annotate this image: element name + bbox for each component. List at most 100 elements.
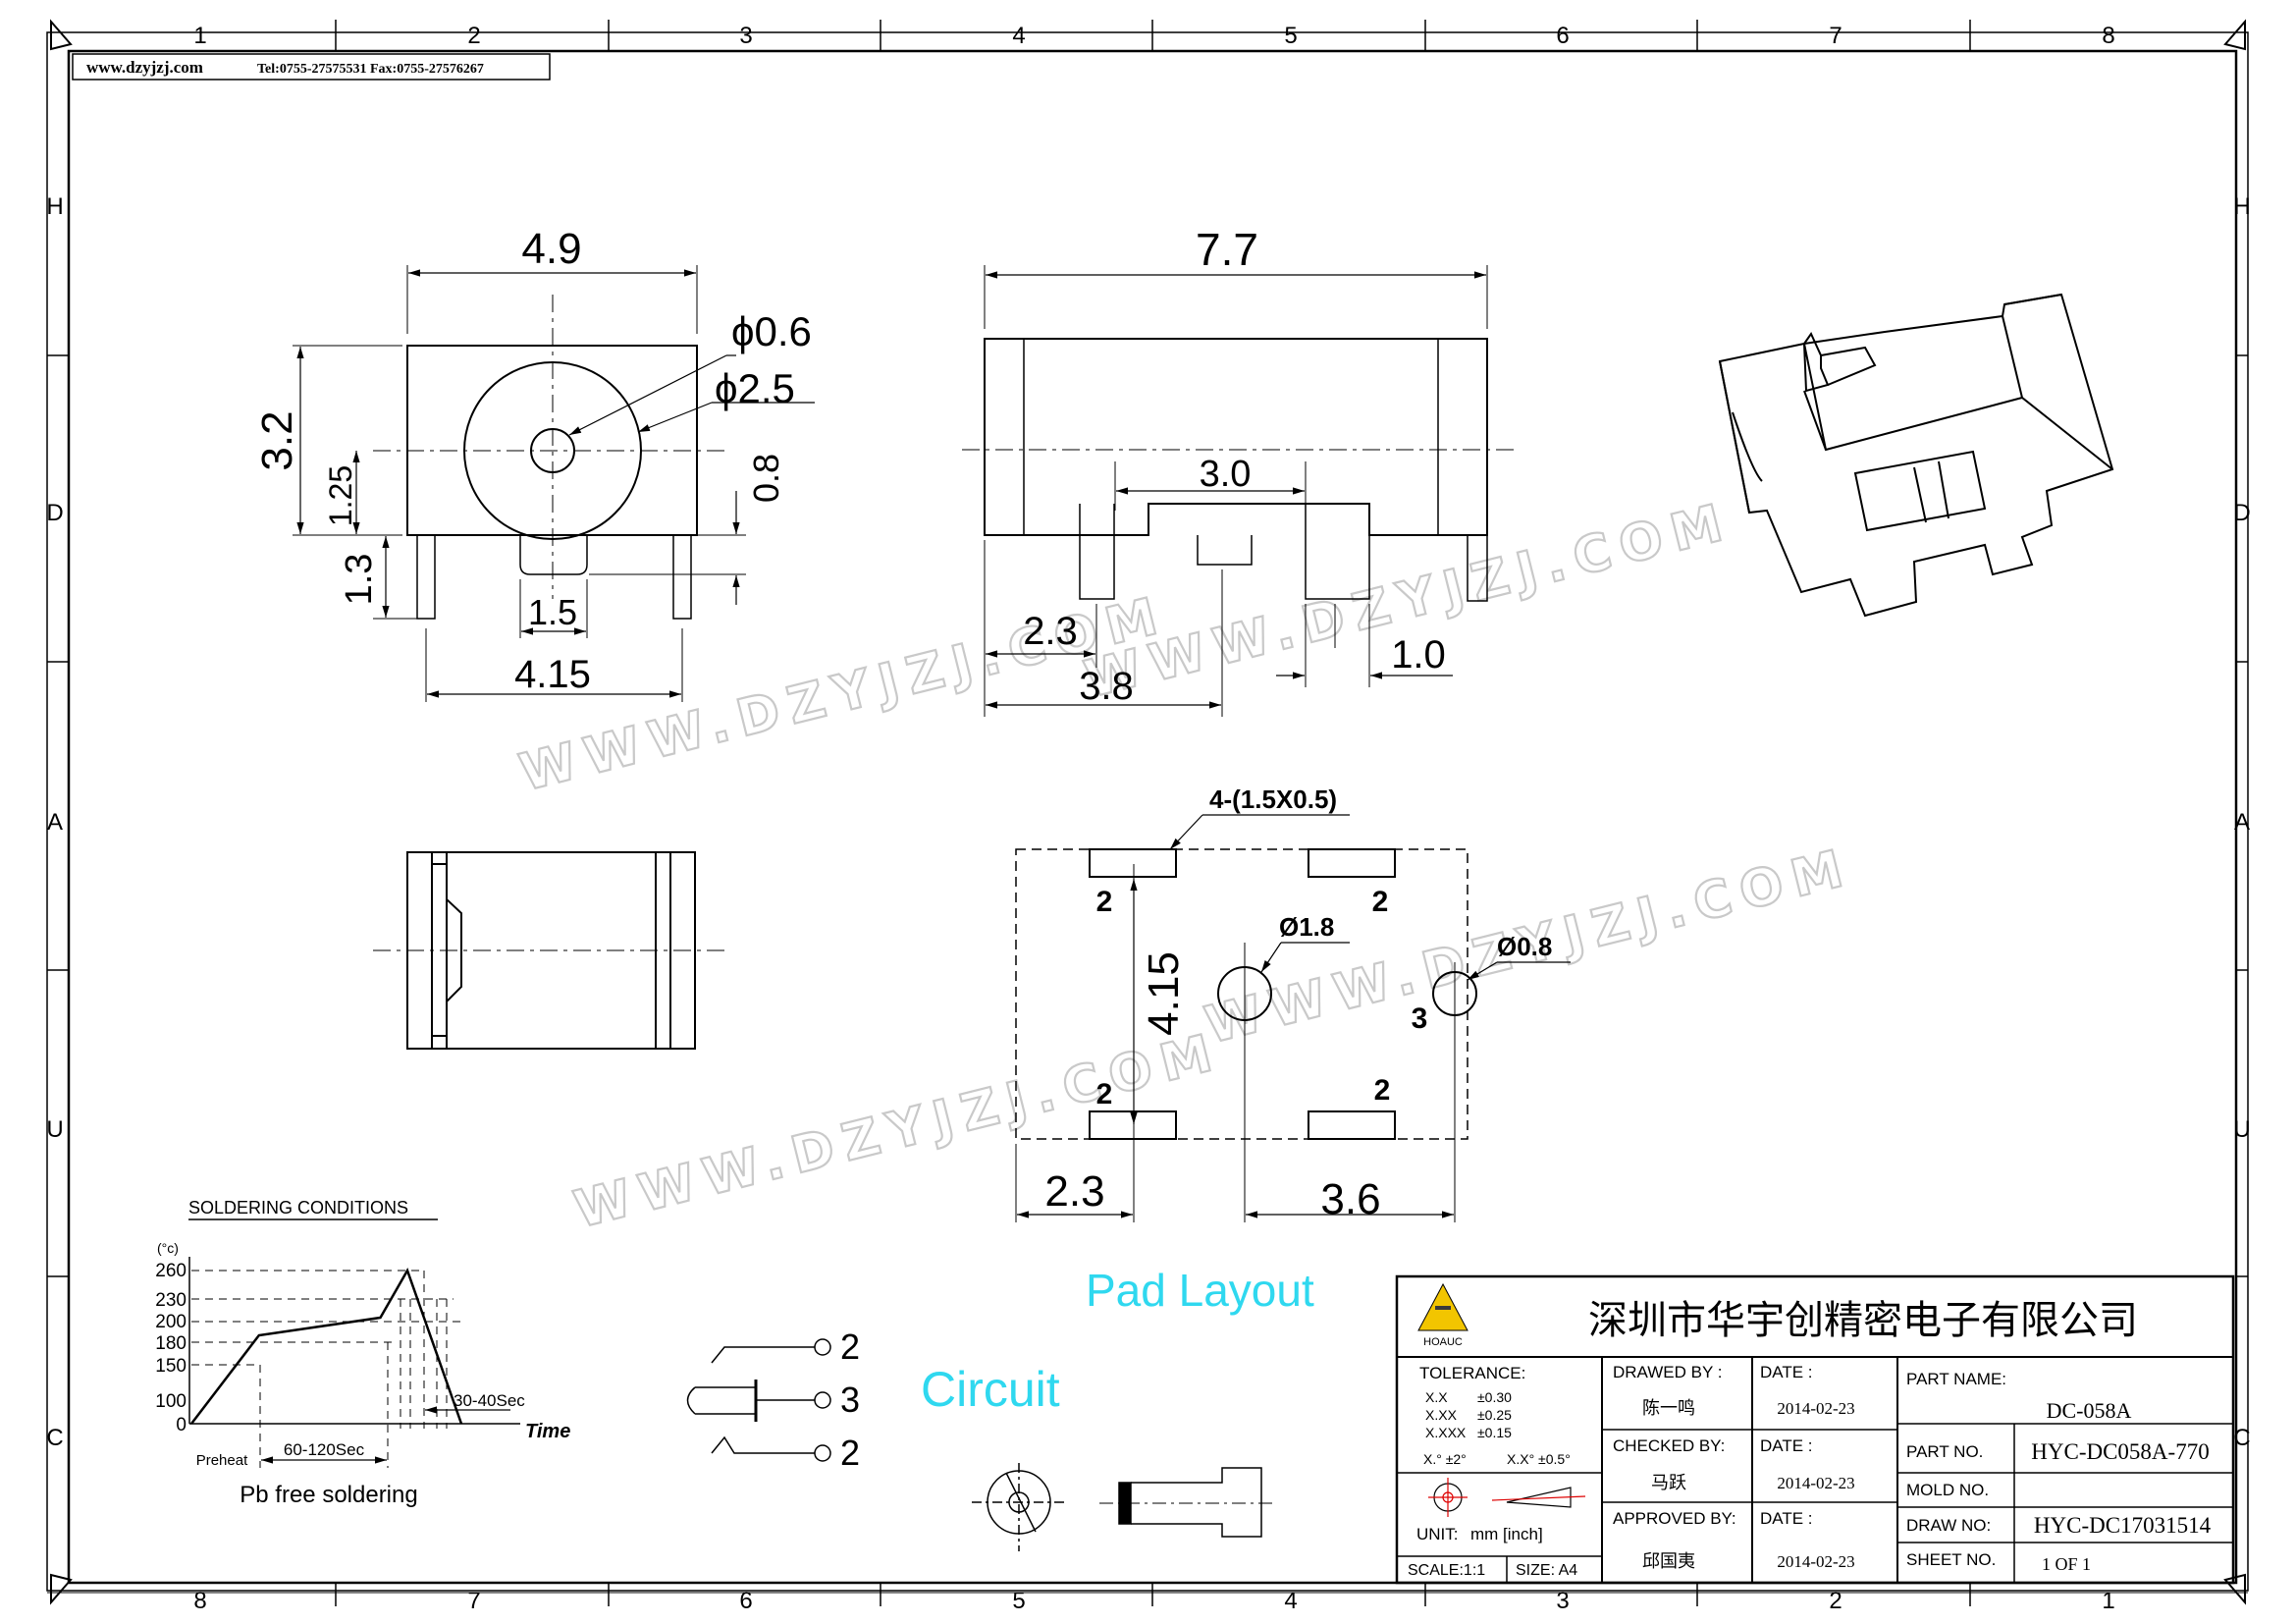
dim-hole-pitch: 3.6 <box>1320 1175 1380 1223</box>
row-label-left: C <box>46 1425 63 1451</box>
soldering-title: SOLDERING CONDITIONS <box>188 1198 408 1218</box>
col-label-top: 8 <box>2102 23 2114 49</box>
dim-outer-dia: ϕ2.5 <box>715 365 795 411</box>
approved-by: 邱国夷 <box>1642 1551 1695 1571</box>
projection-mini-symbol <box>1428 1478 1586 1517</box>
dim-pin-width: 1.0 <box>1391 633 1446 677</box>
part-no-label: PART NO. <box>1906 1442 1983 1461</box>
col-label-bottom: 5 <box>1012 1588 1025 1614</box>
col-label-top: 1 <box>193 23 206 49</box>
soldering-caption: Pb free soldering <box>240 1482 417 1508</box>
dim-pin-offset: 3.8 <box>1079 665 1134 708</box>
row-label-right: D <box>2233 500 2250 526</box>
y-tick: 260 <box>155 1261 187 1281</box>
part-name-label: PART NAME: <box>1906 1370 2006 1388</box>
col-label-bottom: 6 <box>739 1588 752 1614</box>
contact-text: Tel:0755-27575531 Fax:0755-27576267 <box>257 62 484 77</box>
col-label-top: 6 <box>1556 23 1569 49</box>
sheet-no: 1 OF 1 <box>2042 1554 2091 1574</box>
tol-format: X.XXX <box>1425 1425 1467 1440</box>
checked-by-label: CHECKED BY: <box>1613 1436 1725 1455</box>
isometric-view <box>1718 293 2114 618</box>
pad-spec: 4-(1.5X0.5) <box>1209 785 1337 814</box>
draw-no: HYC-DC17031514 <box>2034 1513 2212 1538</box>
y-tick: 100 <box>155 1391 187 1412</box>
watermark-group: WWW.DZYJZJ.COM WWW.DZYJZJ.COM WWW.DZYJZJ… <box>513 491 1859 1241</box>
unit-value: mm [inch] <box>1470 1525 1543 1543</box>
tol-value: ±0.25 <box>1477 1407 1512 1423</box>
side-view: 7.7 3.0 2.3 3.8 1.0 <box>962 224 1517 717</box>
peak-time: 30-40Sec <box>454 1391 525 1410</box>
pad-layout: 4.15 2.3 3.6 4-(1.5X0.5) Ø1.8 Ø0.8 2 2 2… <box>1015 785 1571 1223</box>
tol-format: X.XX <box>1425 1407 1458 1423</box>
size-value: SIZE: A4 <box>1516 1562 1577 1579</box>
y-tick: 200 <box>155 1312 187 1332</box>
dim-height: 3.2 <box>253 410 301 470</box>
logo-text: HOAUC <box>1423 1336 1463 1348</box>
checked-by: 马跃 <box>1651 1473 1686 1492</box>
col-label-bottom: 8 <box>193 1588 206 1614</box>
angle-tolerance: X.X° ±0.5° <box>1507 1451 1571 1467</box>
dim-front-offset: 2.3 <box>1023 610 1078 653</box>
drawn-by: 陈一鸣 <box>1642 1398 1695 1418</box>
scale-value: SCALE:1:1 <box>1408 1562 1485 1579</box>
tolerance-label: TOLERANCE: <box>1419 1364 1525 1382</box>
time-label: Time <box>525 1421 570 1442</box>
unit-label: UNIT: <box>1416 1525 1459 1543</box>
dim-slot-width: 1.5 <box>528 592 577 632</box>
circuit-symbol <box>686 1338 831 1462</box>
sheet-no-label: SHEET NO. <box>1906 1550 1996 1569</box>
date-label: DATE : <box>1760 1436 1813 1455</box>
pad-label: 2 <box>1096 1078 1113 1110</box>
dim-pin-hole: ϕ0.6 <box>731 308 812 354</box>
terminal-label: 3 <box>840 1380 860 1420</box>
drawing-frame <box>46 19 2249 1606</box>
row-label-left: U <box>46 1116 63 1143</box>
header-contact-box: www.dzyjzj.com Tel:0755-27575531 Fax:075… <box>72 53 551 81</box>
draw-no-label: DRAW NO: <box>1906 1516 1991 1535</box>
dim-width: 4.9 <box>521 225 581 273</box>
company-name: 深圳市华宇创精密电子有限公司 <box>1588 1299 2138 1342</box>
date-value: 2014-02-23 <box>1777 1474 1854 1492</box>
terminal-label: 2 <box>840 1433 860 1473</box>
dim-pin-pitch: 3.0 <box>1200 454 1252 495</box>
pad-layout-title: Pad Layout <box>1086 1265 1314 1316</box>
circuit-title: Circuit <box>921 1362 1060 1417</box>
row-label-left: A <box>47 809 63 836</box>
date-label: DATE : <box>1760 1363 1813 1381</box>
hole-small: Ø0.8 <box>1497 932 1552 961</box>
angle-tolerance: X.° ±2° <box>1423 1451 1467 1467</box>
company-logo: HOAUC <box>1417 1282 1468 1348</box>
y-tick: 150 <box>155 1356 187 1377</box>
temp-unit: (°c) <box>157 1240 179 1256</box>
preheat-label: Preheat <box>196 1452 248 1469</box>
row-label-right: A <box>2234 809 2250 836</box>
tol-value: ±0.30 <box>1477 1389 1512 1405</box>
soldering-chart: SOLDERING CONDITIONS (°c) 260 230 200 18… <box>155 1198 570 1508</box>
col-label-bottom: 4 <box>1284 1588 1297 1614</box>
col-label-top: 4 <box>1012 23 1025 49</box>
pad-label: 2 <box>1096 886 1113 918</box>
row-label-right: C <box>2233 1425 2250 1451</box>
col-label-top: 2 <box>467 23 480 49</box>
row-label-left: D <box>46 500 63 526</box>
col-label-top: 7 <box>1829 23 1842 49</box>
col-label-top: 3 <box>739 23 752 49</box>
dim-pin-span: 4.15 <box>514 653 591 696</box>
row-label-right: H <box>2233 193 2250 220</box>
preheat-time: 60-120Sec <box>284 1440 365 1459</box>
col-label-bottom: 2 <box>1829 1588 1842 1614</box>
title-block <box>1395 1274 2235 1585</box>
y-tick: 0 <box>176 1415 187 1435</box>
tol-format: X.X <box>1425 1389 1448 1405</box>
pad-label: 2 <box>1374 1074 1391 1107</box>
y-tick: 230 <box>155 1290 187 1311</box>
pad-label: 3 <box>1412 1002 1428 1035</box>
part-name: DC-058A <box>2047 1398 2132 1423</box>
dim-pad-pitch: 4.15 <box>1140 951 1188 1036</box>
dim-left-offset: 2.3 <box>1044 1167 1104 1216</box>
date-value: 2014-02-23 <box>1777 1399 1854 1418</box>
col-label-bottom: 7 <box>467 1588 480 1614</box>
pad-label: 2 <box>1372 886 1389 918</box>
col-label-bottom: 3 <box>1556 1588 1569 1614</box>
